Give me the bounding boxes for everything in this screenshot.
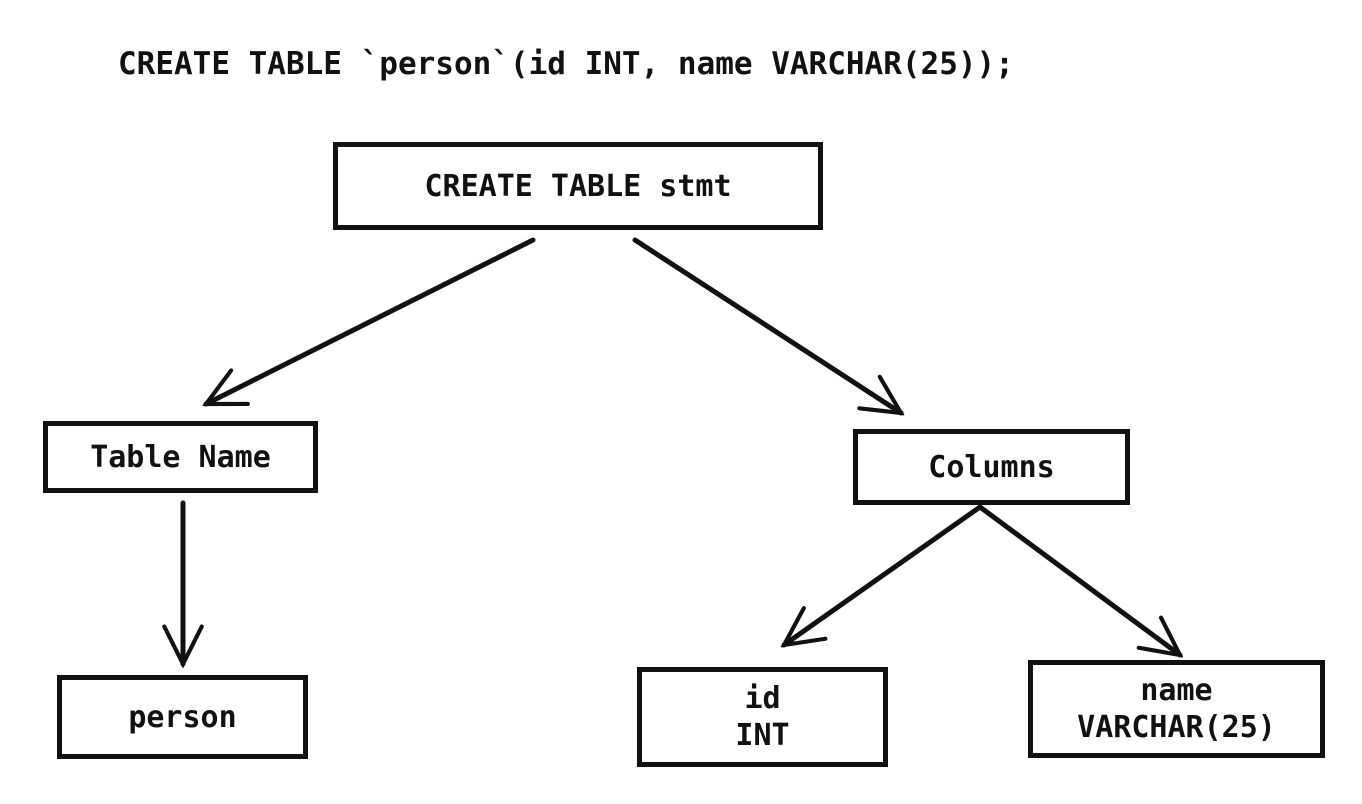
edge-columns-to-name (977, 504, 1180, 655)
node-id-column: id INT (637, 667, 888, 767)
node-name-column: name VARCHAR(25) (1028, 660, 1325, 758)
node-id-column-name: id (744, 681, 781, 716)
edge-root-to-columns (632, 237, 901, 413)
node-table-name: Table Name (43, 421, 318, 493)
node-table-name-label: Table Name (90, 439, 271, 475)
node-id-column-type: INT (735, 718, 790, 753)
node-person-label: person (128, 699, 237, 735)
node-name-column-type: VARCHAR(25) (1077, 710, 1276, 745)
node-create-table-stmt-label: CREATE TABLE stmt (424, 168, 732, 204)
node-columns-label: Columns (928, 449, 1055, 485)
node-create-table-stmt: CREATE TABLE stmt (333, 142, 823, 230)
node-person: person (57, 675, 308, 759)
edge-root-to-table-name (206, 237, 536, 407)
node-columns: Columns (853, 429, 1130, 505)
node-name-column-name: name (1140, 673, 1213, 708)
sql-statement-text: CREATE TABLE `person`(id INT, name VARCH… (118, 46, 1014, 82)
edge-columns-to-id (784, 504, 983, 645)
